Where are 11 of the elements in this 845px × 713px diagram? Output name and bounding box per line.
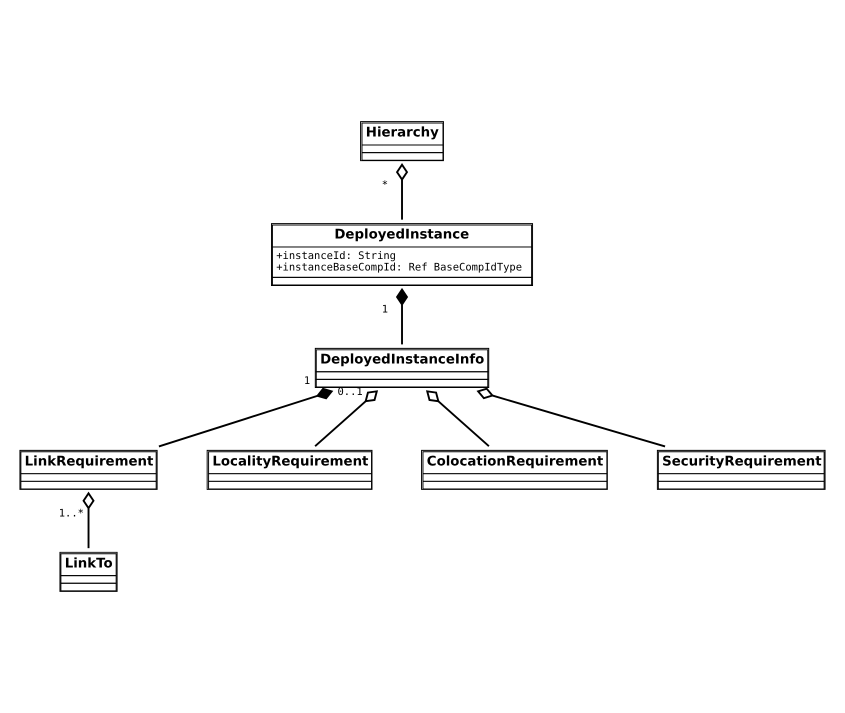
connector [396,162,408,220]
edge-label: 1 [382,304,388,316]
edge-label: 1..* [58,507,84,520]
connector [158,388,334,448]
connector [476,388,666,448]
connector [426,390,490,447]
edge-label: 1 [304,374,310,387]
connector [82,492,95,548]
connector [314,390,378,447]
edge-label: * [382,178,388,191]
connector [396,288,408,344]
